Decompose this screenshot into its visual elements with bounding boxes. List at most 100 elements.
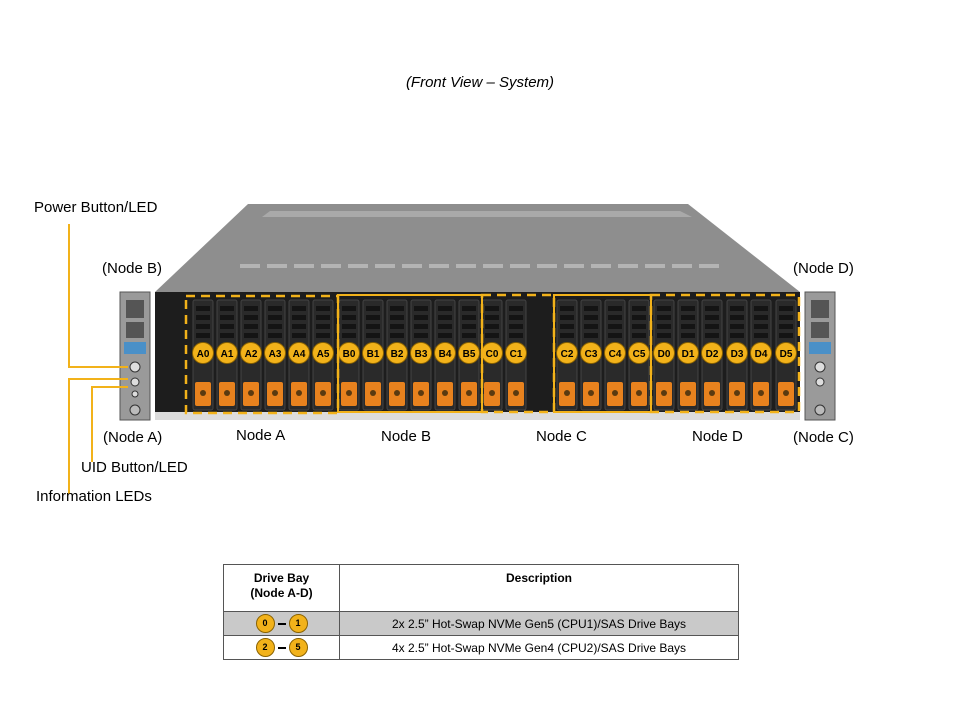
bay-label-d2: D2	[706, 349, 719, 360]
vent-slot	[456, 264, 476, 268]
uid-button[interactable]	[130, 377, 140, 387]
bay-label-d5: D5	[780, 349, 793, 360]
latch-button	[758, 390, 764, 396]
tray-vent	[485, 306, 499, 311]
bay-badge	[628, 342, 650, 364]
tray-vent	[220, 324, 234, 329]
tray-vent	[414, 315, 428, 320]
ear-handle	[811, 300, 829, 318]
bay-label-c0: C0	[486, 349, 499, 360]
vent-slot	[591, 264, 611, 268]
tray-vent	[584, 324, 598, 329]
bay-badge	[386, 342, 408, 364]
bay-range-end-badge: 5	[288, 638, 308, 657]
tray-vent	[196, 324, 210, 329]
bay-badge	[726, 342, 748, 364]
tray-vent	[220, 306, 234, 311]
tray-vent	[462, 333, 476, 338]
bay-label-c5: C5	[633, 349, 646, 360]
bay-badge	[580, 342, 602, 364]
tray-vent	[292, 324, 306, 329]
tray-vent	[244, 324, 258, 329]
node-c-caption: Node C	[536, 428, 587, 445]
latch-button	[709, 390, 715, 396]
bay-badge	[677, 342, 699, 364]
drive-bay-column-header: Drive Bay (Node A-D)	[223, 564, 340, 612]
tray-vent	[438, 333, 452, 338]
tray-vent	[292, 333, 306, 338]
vent-slot	[672, 264, 692, 268]
bay-badge	[264, 342, 286, 364]
bay-badge	[192, 342, 214, 364]
tray-vent	[485, 315, 499, 320]
bay-label-a5: A5	[317, 349, 330, 360]
vent-slot	[321, 264, 341, 268]
top-vents	[240, 264, 719, 268]
tray-vent	[462, 306, 476, 311]
tray-vent	[316, 333, 330, 338]
latch-button	[248, 390, 254, 396]
tray-vent	[244, 315, 258, 320]
tray-vent	[196, 315, 210, 320]
tray-vent	[705, 324, 719, 329]
uid-button[interactable]	[815, 377, 825, 387]
tray-vent	[681, 315, 695, 320]
bay-badge	[556, 342, 578, 364]
tray-vent	[316, 324, 330, 329]
tray-vent	[584, 333, 598, 338]
tray-vent	[414, 333, 428, 338]
supermicro-logo	[809, 342, 831, 354]
tray-vent	[657, 315, 671, 320]
tray-vent	[438, 315, 452, 320]
tray-vent	[268, 333, 282, 338]
vent-slot	[537, 264, 557, 268]
tray-vent	[196, 306, 210, 311]
tray-vent	[779, 315, 793, 320]
tray-vent	[316, 306, 330, 311]
latch-button	[588, 390, 594, 396]
description-cell: 2x 2.5” Hot-Swap NVMe Gen5 (CPU1)/SAS Dr…	[339, 611, 739, 636]
tray-vent	[560, 315, 574, 320]
bay-label-c1: C1	[510, 349, 523, 360]
tray-vent	[342, 315, 356, 320]
latch-button	[370, 390, 376, 396]
bay-label-b4: B4	[439, 349, 452, 360]
tray-vent	[608, 315, 622, 320]
latch-button	[418, 390, 424, 396]
latch-button	[489, 390, 495, 396]
tray-vent	[196, 333, 210, 338]
bay-badge	[216, 342, 238, 364]
tray-vent	[342, 324, 356, 329]
vent-slot	[294, 264, 314, 268]
cover-ridge	[262, 211, 692, 217]
uid-button-label: UID Button/LED	[81, 459, 188, 476]
tray-vent	[560, 324, 574, 329]
bay-badge	[653, 342, 675, 364]
tray-vent	[220, 315, 234, 320]
tray-vent	[509, 324, 523, 329]
node-c-side-label: (Node C)	[793, 429, 854, 446]
node-d-bay-group	[649, 293, 801, 414]
tray-vent	[730, 306, 744, 311]
bay-badge	[240, 342, 262, 364]
power-button[interactable]	[814, 361, 826, 373]
tray-vent	[268, 324, 282, 329]
bay-badge	[458, 342, 480, 364]
vent-slot	[699, 264, 719, 268]
vent-slot	[267, 264, 287, 268]
tray-vent	[244, 306, 258, 311]
latch-button	[564, 390, 570, 396]
tray-vent	[390, 315, 404, 320]
tray-vent	[390, 333, 404, 338]
bay-label-b5: B5	[463, 349, 476, 360]
bay-label-a0: A0	[197, 349, 210, 360]
bay-label-a1: A1	[221, 349, 234, 360]
tray-vent	[560, 333, 574, 338]
latch-button	[783, 390, 789, 396]
tray-vent	[584, 315, 598, 320]
power-button[interactable]	[129, 361, 141, 373]
tray-vent	[220, 333, 234, 338]
tray-vent	[462, 324, 476, 329]
table-header-row: Drive Bay (Node A-D) Description	[223, 564, 739, 612]
